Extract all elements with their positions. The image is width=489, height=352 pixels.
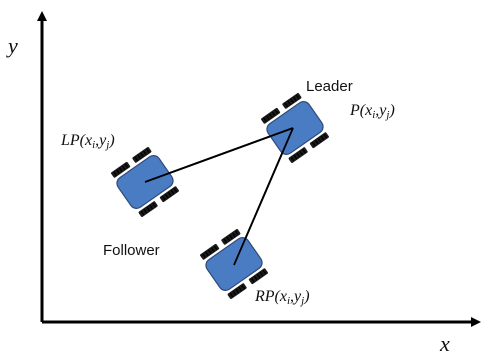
follower-label: Follower: [103, 242, 160, 259]
link-leader-to-left-follower-overlay: [144, 127, 294, 183]
link-leader-to-right-follower-overlay: [233, 127, 294, 266]
y-axis-label: y: [6, 33, 18, 58]
leader-label: Leader: [306, 78, 353, 95]
x-axis-label: x: [439, 331, 450, 352]
leader-point-label: P(xi,yj): [349, 102, 395, 121]
leader-robot: [260, 92, 330, 164]
leader-body: [266, 101, 324, 155]
right-point-label: RP(xi,yj): [254, 288, 310, 307]
left-point-label: LP(xi,yj): [60, 132, 115, 151]
